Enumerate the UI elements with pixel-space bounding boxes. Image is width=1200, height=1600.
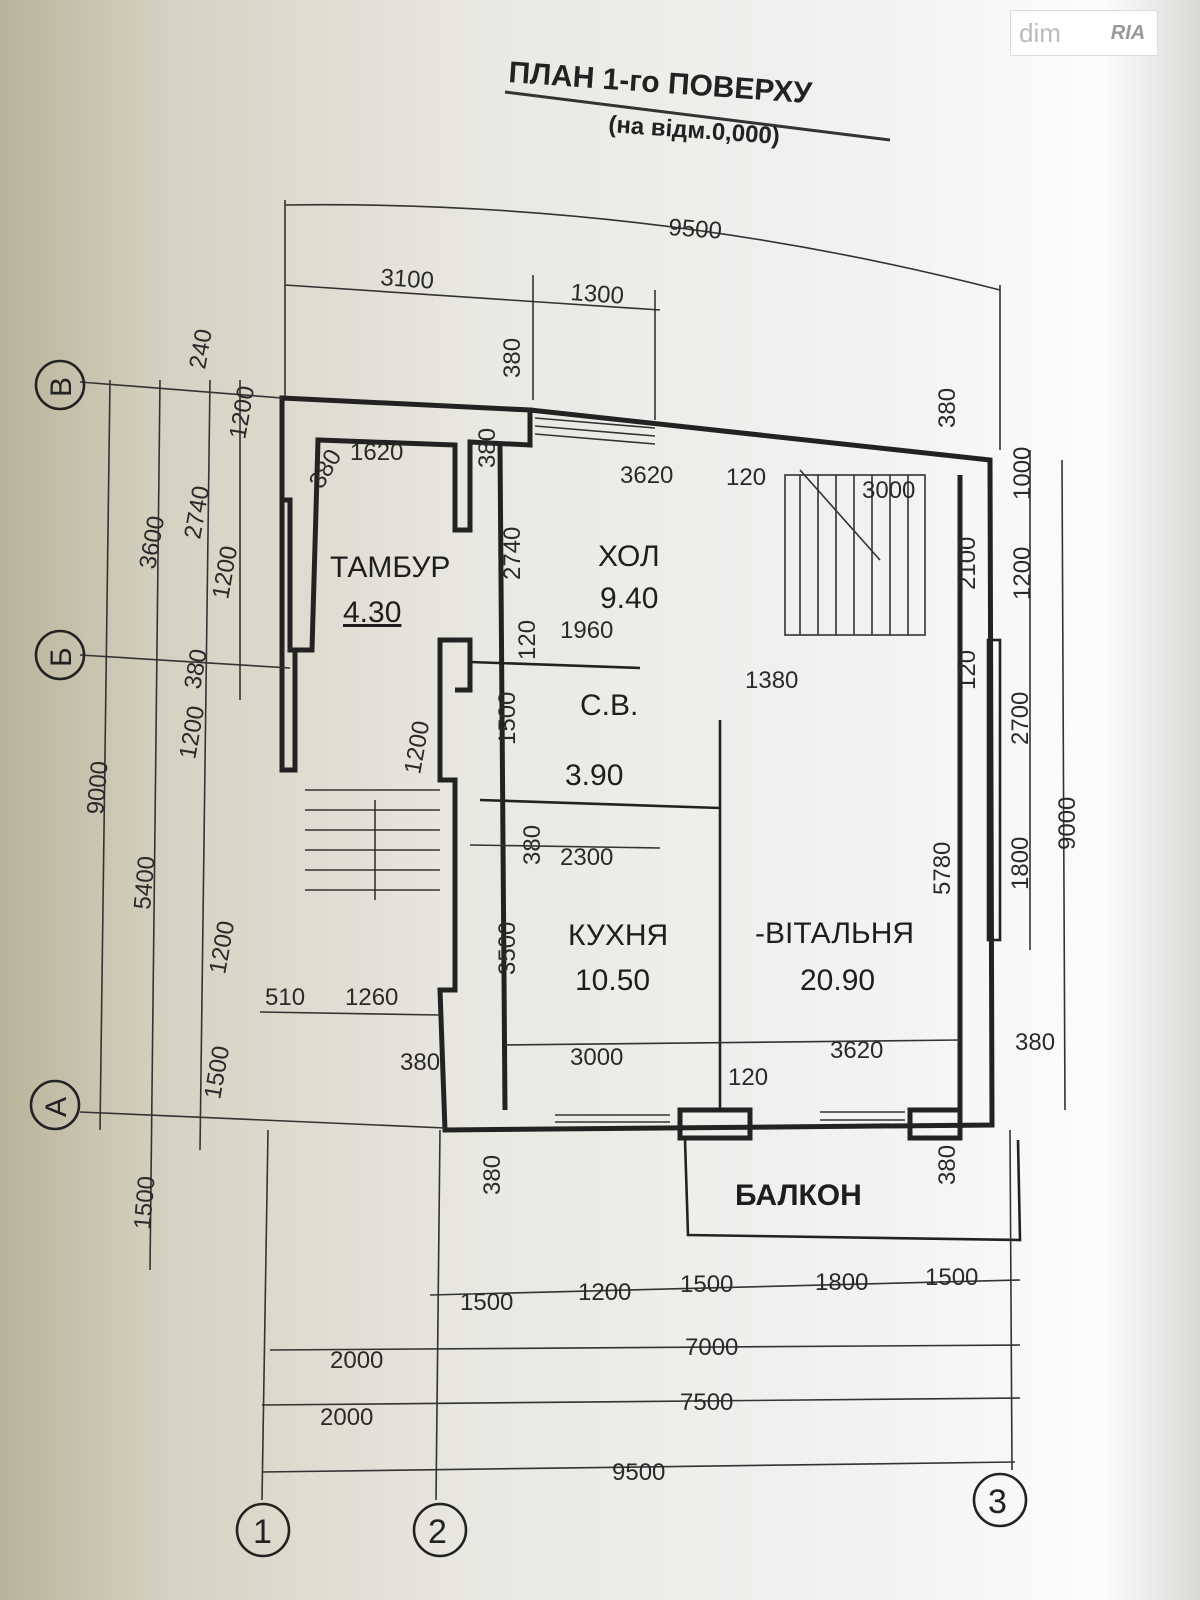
room-area: 4.30 xyxy=(343,596,401,629)
dimension-label: 1200 xyxy=(1009,547,1036,600)
bottom-dimensions: 1500 1200 1500 1800 1500 2000 7000 2000 … xyxy=(261,1129,1021,1501)
room-living: -ВІТАЛЬНЯ 20.90 xyxy=(755,917,914,997)
left-dimensions: 240 1200 1200 2740 3600 380 1200 9000 54… xyxy=(79,327,446,1271)
room-name: С.В. xyxy=(580,689,638,722)
dimension-label: 2700 xyxy=(1007,692,1034,745)
dimension-label: 3500 xyxy=(494,922,521,975)
dimension-label: 2740 xyxy=(179,484,215,541)
dimension-label: 1800 xyxy=(815,1269,868,1296)
dimension-label: 2100 xyxy=(954,537,981,590)
dimension-label: 380 xyxy=(934,388,961,428)
axis-a: А xyxy=(40,1097,73,1117)
dimension-label: 380 xyxy=(499,338,526,378)
dimension-label: 7500 xyxy=(680,1389,733,1416)
dimension-label: 3620 xyxy=(620,462,673,489)
room-name: БАЛКОН xyxy=(735,1179,862,1212)
dimension-label: 380 xyxy=(519,825,546,865)
dimension-label: 1500 xyxy=(129,1175,161,1231)
dimension-label: 380 xyxy=(934,1145,961,1185)
dimension-label: 9000 xyxy=(1054,797,1081,850)
dimension-label: 3600 xyxy=(134,514,170,571)
plan-title: ПЛАН 1-го ПОВЕРХУ xyxy=(508,56,814,110)
dimension-label: 1200 xyxy=(578,1279,631,1306)
dimension-label: 1200 xyxy=(399,719,435,776)
dimension-label: 1000 xyxy=(1009,447,1036,500)
dimension-label: 2300 xyxy=(560,844,613,871)
dimension-label: 2740 xyxy=(499,527,526,580)
dimension-label: 1500 xyxy=(199,1044,235,1101)
room-area: 9.40 xyxy=(600,582,658,615)
title-underline xyxy=(504,90,891,142)
watermark-dim: dim xyxy=(1019,17,1061,48)
top-dimensions: 9500 3100 1300 xyxy=(284,200,1001,450)
dimension-label: 1620 xyxy=(350,439,403,466)
dimension-label: 5400 xyxy=(129,855,161,911)
axis-1: 1 xyxy=(253,1513,272,1551)
dimension-label: 1800 xyxy=(1007,837,1034,890)
right-dimensions: 1000 1200 2100 2700 1800 9000 xyxy=(954,447,1081,1111)
axis-markers: 1 2 3 В Б А xyxy=(29,359,1028,1558)
room-wc: С.В. 3.90 xyxy=(565,689,638,792)
room-name: ХОЛ xyxy=(598,540,660,573)
dimension-label: 1200 xyxy=(224,384,260,441)
dim-9500-top: 9500 xyxy=(668,214,723,245)
dimension-label: 1500 xyxy=(925,1264,978,1291)
room-kitchen: КУХНЯ 10.50 xyxy=(568,919,668,997)
axis-3: 3 xyxy=(988,1483,1007,1521)
dimension-label: 510 xyxy=(265,984,305,1011)
dimension-label: 2000 xyxy=(320,1404,373,1431)
room-tambur: ТАМБУР 4.30 xyxy=(330,551,450,629)
dim-3100: 3100 xyxy=(380,264,435,295)
dimension-label: 120 xyxy=(728,1064,768,1091)
room-area: 3.90 xyxy=(565,759,623,792)
room-name: -ВІТАЛЬНЯ xyxy=(755,917,914,950)
dimension-label: 380 xyxy=(1015,1029,1055,1056)
dimension-label: 7000 xyxy=(685,1334,738,1361)
dimension-label: 120 xyxy=(954,650,981,690)
room-area: 10.50 xyxy=(575,964,650,997)
watermark-logo: dim RIA xyxy=(1010,10,1158,56)
dimension-label: 9500 xyxy=(612,1459,665,1486)
dimension-label: 1500 xyxy=(680,1271,733,1298)
dim-1300: 1300 xyxy=(570,279,625,310)
inner-dimensions: 380 1620 380 380 3620 120 3000 380 2740 … xyxy=(259,338,1055,1195)
dimension-label: 1380 xyxy=(745,667,798,694)
room-area: 20.90 xyxy=(800,964,875,997)
dimension-label: 380 xyxy=(479,1155,506,1195)
room-name: ТАМБУР xyxy=(330,551,450,584)
dimension-label: 5780 xyxy=(929,842,956,895)
walls xyxy=(279,395,1022,1242)
dimension-label: 2000 xyxy=(330,1347,383,1374)
watermark-ria: RIA xyxy=(1099,13,1157,53)
dimension-label: 1960 xyxy=(560,617,613,644)
dimension-label: 1200 xyxy=(207,544,243,601)
dimension-label: 380 xyxy=(304,445,347,493)
dimension-label: 380 xyxy=(474,428,501,468)
dimension-label: 3000 xyxy=(570,1044,623,1071)
plan-subtitle: (на відм.0,000) xyxy=(608,111,781,150)
dimension-label: 1200 xyxy=(204,919,240,976)
dimension-label: 120 xyxy=(726,464,766,491)
axis-b: Б xyxy=(45,647,78,667)
dimension-label: 1500 xyxy=(460,1289,513,1316)
room-hol: ХОЛ 9.40 xyxy=(598,540,660,615)
room-name: КУХНЯ xyxy=(568,919,668,952)
axis-2: 2 xyxy=(428,1513,447,1551)
axis-v: В xyxy=(45,377,78,397)
dimension-label: 3000 xyxy=(862,477,915,504)
dimension-label: 240 xyxy=(184,327,218,371)
dimension-label: 1260 xyxy=(345,984,398,1011)
room-balcony: БАЛКОН xyxy=(735,1179,862,1212)
dimension-label: 9000 xyxy=(82,760,114,816)
staircase xyxy=(305,469,926,900)
dimension-label: 120 xyxy=(514,620,541,660)
dimension-label: 380 xyxy=(179,647,213,691)
dimension-label: 1500 xyxy=(494,692,521,745)
dimension-label: 380 xyxy=(400,1049,440,1076)
